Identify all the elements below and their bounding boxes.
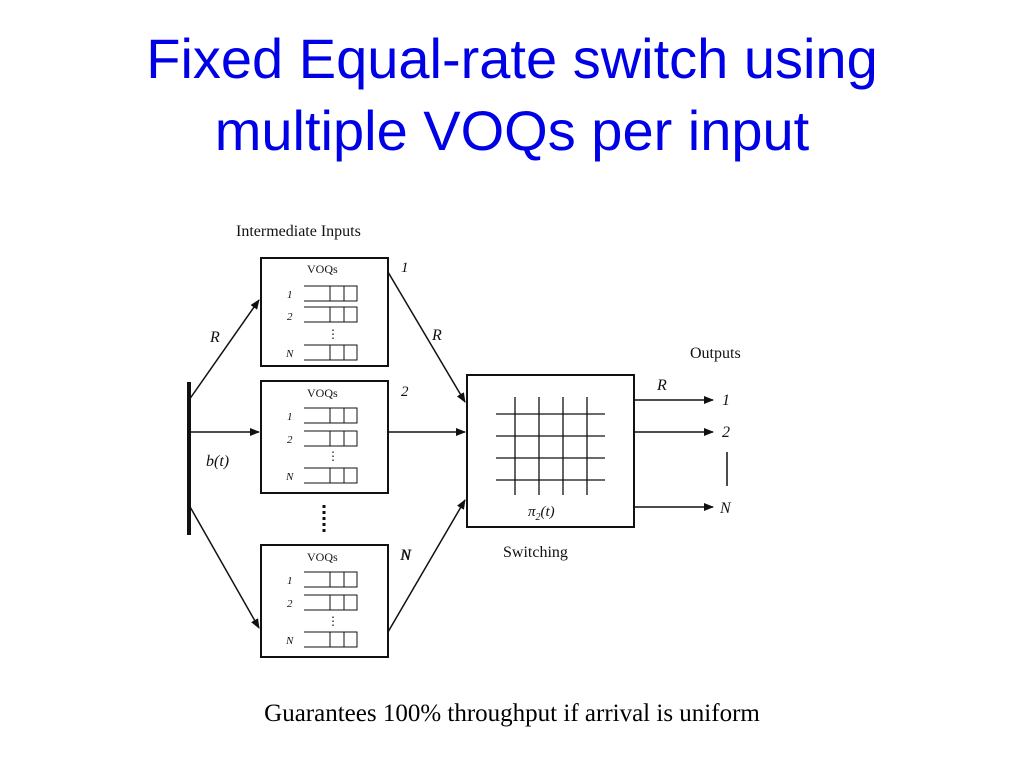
block-index-label: 1 (401, 260, 409, 276)
rate-label-input: R (209, 329, 220, 346)
voq-row-label: 1 (287, 575, 293, 587)
slide-title-line-1: Fixed Equal-rate switch using (146, 27, 878, 90)
voq-row-label: N (285, 348, 294, 360)
voq-row-label: 2 (287, 434, 293, 446)
block-frame (260, 257, 389, 367)
intermediate-block-1: VOQs 1 1 2 ⋮ N (260, 257, 409, 367)
voq-queue (304, 306, 358, 323)
output-label-1: 1 (722, 392, 730, 409)
vertical-ellipsis: ⋮ (327, 327, 339, 341)
voq-queue (304, 571, 358, 588)
switch-frame (466, 374, 635, 528)
rate-label-output: R (656, 377, 667, 394)
voq-queue (304, 467, 358, 484)
vertical-ellipsis: ⋮ (327, 614, 339, 628)
block-to-switch-arrow-1 (387, 271, 466, 403)
voq-queue (304, 594, 358, 611)
switch-diagram: Intermediate Inputs R b(t) VOQs 1 1 2 ⋮ … (187, 223, 741, 658)
output-label-n: N (719, 500, 732, 517)
crossbar-switch: π2(t) (466, 374, 635, 528)
voq-queue (304, 285, 358, 302)
voq-row-label: 2 (287, 598, 293, 610)
outputs-label: Outputs (690, 345, 741, 362)
input-arrow-1 (188, 299, 260, 401)
voqs-label: VOQs (307, 386, 338, 400)
slide-caption: Guarantees 100% throughput if arrival is… (264, 700, 760, 727)
block-n-side-label: N (399, 547, 412, 564)
input-arrow-n (188, 504, 260, 629)
voq-queue (304, 631, 358, 648)
block-index-label: N (400, 548, 412, 564)
rate-label-mid: R (431, 327, 442, 344)
vertical-ellipsis: ⋮ (327, 449, 339, 463)
output-label-2: 2 (722, 424, 730, 441)
voq-queue (304, 344, 358, 361)
voq-row-label: 1 (287, 411, 293, 423)
voq-queue (304, 430, 358, 447)
block-frame (260, 380, 389, 494)
voq-row-label: N (285, 471, 294, 483)
slide-title-line-2: multiple VOQs per input (214, 99, 810, 162)
voq-row-label: N (285, 635, 294, 647)
voq-row-label: 2 (287, 311, 293, 323)
voq-row-label: 1 (287, 289, 293, 301)
block-to-switch-arrow-n (387, 499, 466, 633)
permutation-label: π2(t) (528, 504, 555, 523)
voq-queue (304, 407, 358, 424)
bt-label: b(t) (206, 453, 229, 470)
intermediate-block-2: VOQs 2 1 2 ⋮ N (260, 380, 409, 494)
crossbar-grid (496, 397, 605, 495)
intermediate-block-n: VOQs N 1 2 ⋮ N (260, 544, 412, 658)
switching-label: Switching (503, 544, 568, 561)
block-frame (260, 544, 389, 658)
intermediate-inputs-label: Intermediate Inputs (236, 223, 361, 240)
block-index-label: 2 (401, 384, 409, 400)
voqs-label: VOQs (307, 550, 338, 564)
voqs-label: VOQs (307, 262, 338, 276)
